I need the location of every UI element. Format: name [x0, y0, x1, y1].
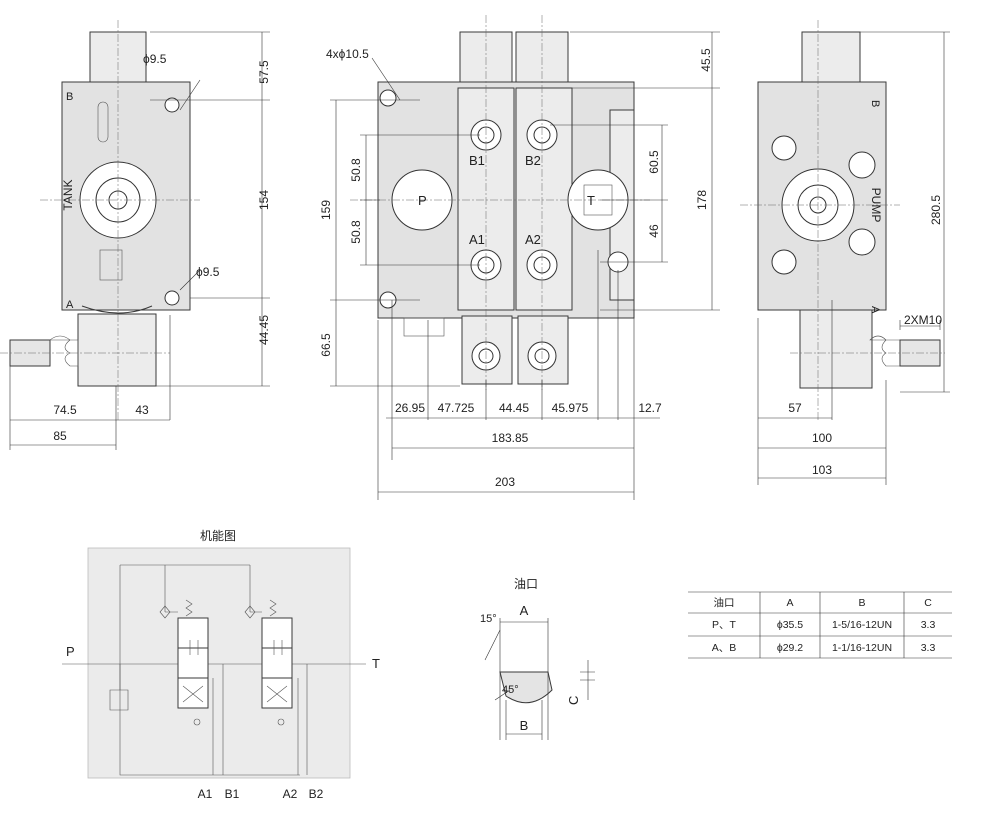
front-holes-dim: 4xϕ10.5: [326, 47, 369, 61]
left-dim-43: 43: [135, 403, 149, 417]
table-cell: ϕ29.2: [777, 642, 803, 654]
schematic-title: 机能图: [200, 529, 236, 543]
front-port-a1: A1: [469, 232, 485, 247]
left-dim-74-5: 74.5: [53, 403, 77, 417]
left-side-view: [0, 20, 270, 450]
port-table: [688, 591, 952, 659]
schematic-b1-label: B1: [225, 787, 240, 801]
table-cell: 3.3: [921, 619, 936, 631]
right-side-view: [740, 20, 950, 485]
schematic-a2-label: A2: [283, 787, 298, 801]
front-dim-203: 203: [495, 475, 515, 489]
front-dim-47-725: 47.725: [438, 401, 475, 415]
schematic-a1-label: A1: [198, 787, 213, 801]
front-dim-183-85: 183.85: [492, 431, 529, 445]
right-dim-280-5: 280.5: [929, 195, 943, 225]
front-dim-26-95: 26.95: [395, 401, 425, 415]
table-cell: 1-1/16-12UN: [832, 642, 892, 654]
right-dim-103: 103: [812, 463, 832, 477]
front-dim-60-5: 60.5: [647, 150, 661, 174]
left-dim-154: 154: [257, 190, 271, 210]
table-cell: A、B: [712, 642, 737, 654]
table-header-a: A: [786, 597, 793, 609]
port-detail-title: 油口: [514, 577, 538, 591]
right-dim-57: 57: [788, 401, 802, 415]
table-cell: ϕ35.5: [777, 619, 803, 631]
front-dim-50-8-top: 50.8: [349, 158, 363, 182]
schematic-t-label: T: [372, 656, 380, 671]
tank-label: TANK: [61, 179, 75, 210]
left-port-a-label: A: [66, 299, 74, 311]
front-dim-66-5: 66.5: [319, 333, 333, 357]
left-hole-bottom-dim: ϕ9.5: [196, 265, 220, 279]
left-dim-44-45: 44.45: [257, 315, 271, 345]
front-dim-159: 159: [319, 200, 333, 220]
front-dim-46: 46: [647, 224, 661, 238]
port-angle-15: 15°: [480, 613, 497, 625]
port-detail: [484, 618, 595, 740]
front-dim-50-8-bottom: 50.8: [349, 220, 363, 244]
left-hole-top-dim: ϕ9.5: [143, 52, 167, 66]
table-header-port: 油口: [714, 596, 735, 609]
table-header-b: B: [858, 597, 865, 609]
right-port-b-label: B: [869, 100, 881, 107]
front-dim-12-7: 12.7: [638, 401, 662, 415]
right-dim-100: 100: [812, 431, 832, 445]
front-dim-44-45: 44.45: [499, 401, 529, 415]
table-cell: 1-5/16-12UN: [832, 619, 892, 631]
right-port-a-label: A: [869, 306, 881, 314]
front-port-b1: B1: [469, 153, 485, 168]
pump-label: PUMP: [869, 188, 883, 223]
right-thread-dim: 2XM10: [904, 313, 942, 327]
front-dim-45-5: 45.5: [699, 48, 713, 72]
front-view: [330, 15, 720, 500]
left-port-b-label: B: [66, 91, 73, 103]
front-port-b2: B2: [525, 153, 541, 168]
front-dim-45-975: 45.975: [552, 401, 589, 415]
port-dim-c: C: [566, 696, 581, 705]
front-port-a2: A2: [525, 232, 541, 247]
port-dim-a: A: [520, 603, 529, 618]
port-dim-b: B: [520, 718, 529, 733]
left-dim-57-5: 57.5: [257, 60, 271, 84]
hydraulic-schematic: [62, 547, 366, 779]
left-dim-85: 85: [53, 429, 67, 443]
table-cell: P、T: [712, 619, 737, 631]
schematic-p-label: P: [66, 644, 75, 659]
table-header-c: C: [924, 597, 932, 609]
table-cell: 3.3: [921, 642, 936, 654]
front-port-t: T: [587, 193, 595, 208]
front-dim-178: 178: [695, 190, 709, 210]
front-port-p: P: [418, 193, 427, 208]
schematic-b2-label: B2: [309, 787, 324, 801]
port-angle-45: 45°: [502, 684, 519, 696]
